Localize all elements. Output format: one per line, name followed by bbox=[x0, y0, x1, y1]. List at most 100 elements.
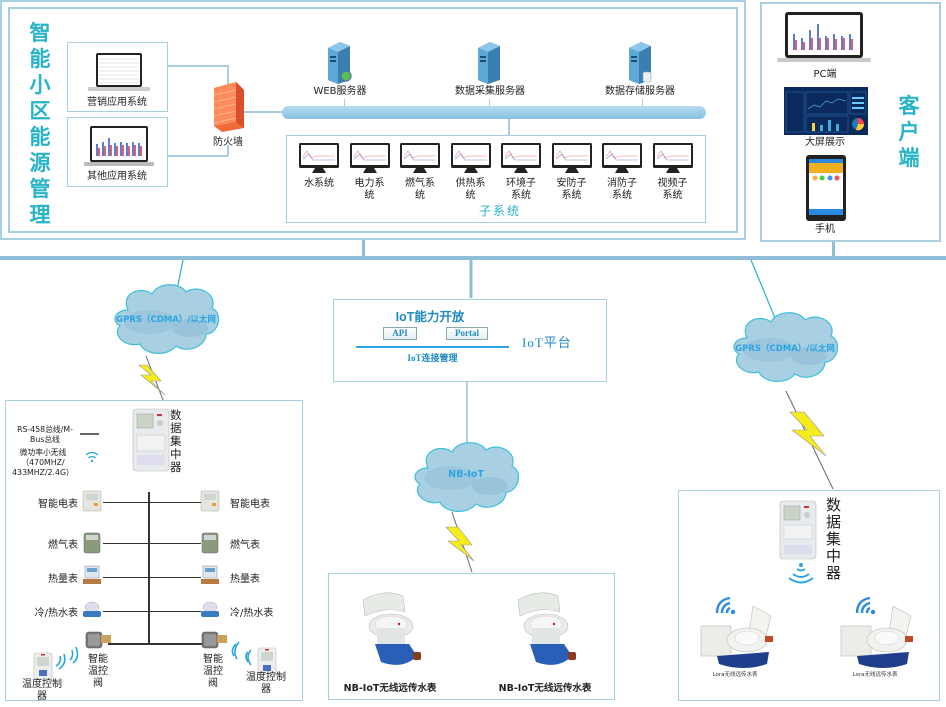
nbiot-field-box bbox=[328, 573, 615, 700]
lora-water-meter-icon bbox=[840, 605, 913, 668]
subsystem-item[interactable]: 消防子 系统 bbox=[599, 143, 645, 205]
label-line: 阀 bbox=[93, 678, 103, 689]
monitor-icon bbox=[450, 143, 491, 173]
meter-label: 热量表 bbox=[48, 574, 78, 585]
app-label: 营销应用系统 bbox=[87, 97, 147, 108]
subsystem-item[interactable]: 安防子 系统 bbox=[549, 143, 595, 205]
subsystem-label-line1: 供热系 bbox=[455, 178, 486, 189]
client-label: 大屏展示 bbox=[805, 137, 845, 148]
subsystem-item[interactable]: 电力系 统 bbox=[347, 143, 393, 205]
subsystem-item[interactable]: 燃气系 统 bbox=[397, 143, 443, 205]
title-char: 源 bbox=[29, 151, 51, 175]
title-char: 区 bbox=[29, 99, 51, 123]
server-label: 数据采集服务器 bbox=[455, 86, 525, 97]
subsystem-label-line1: 水系统 bbox=[304, 178, 334, 189]
label-char: 器 bbox=[826, 564, 842, 582]
monitor-icon bbox=[501, 143, 541, 173]
wireless-signal-icon bbox=[231, 641, 252, 666]
label-char: 数 bbox=[170, 408, 182, 422]
concentrator-label: 数 据 集 中 器 bbox=[170, 409, 182, 474]
portal-button[interactable]: Portal bbox=[446, 327, 488, 340]
thermostat-icon bbox=[33, 652, 53, 680]
wifi-signal-icon bbox=[715, 596, 736, 615]
connector bbox=[227, 65, 229, 85]
label-char: 中 bbox=[826, 547, 842, 565]
label-line: 器 bbox=[37, 691, 47, 702]
subsystem-label-line1: 环境子 bbox=[506, 178, 536, 189]
label-line: 器 bbox=[261, 684, 271, 695]
monitor-icon bbox=[299, 143, 339, 173]
connector bbox=[344, 99, 345, 106]
subsystem-label-line2: 系统 bbox=[511, 190, 531, 201]
subsystem-item[interactable]: 水系统 bbox=[296, 143, 342, 205]
title-char: 理 bbox=[29, 203, 51, 227]
dashboard-screen-icon[interactable] bbox=[784, 87, 868, 135]
meter-label: 冷/热水表 bbox=[34, 608, 78, 619]
legend-text: RS-458总线/M- bbox=[17, 425, 73, 434]
laptop-chart-icon bbox=[84, 126, 154, 166]
subsystem-item[interactable]: 供热系 统 bbox=[448, 143, 494, 205]
label-char: 集 bbox=[170, 434, 182, 448]
iot-divider bbox=[356, 346, 509, 348]
title-char: 智 bbox=[29, 21, 51, 45]
label-char: 数 bbox=[826, 496, 842, 514]
meter-branch bbox=[103, 543, 201, 545]
title-char: 端 bbox=[898, 146, 920, 170]
gas-meter-icon bbox=[83, 532, 101, 554]
label-line: 阀 bbox=[208, 678, 218, 689]
title-char: 户 bbox=[898, 120, 920, 144]
lora-meter-label: Lora无线远传水表 bbox=[852, 672, 898, 678]
iot-platform-label: IoT平台 bbox=[522, 335, 572, 350]
smart-electric-meter-icon bbox=[200, 490, 220, 512]
nbiot-water-meter-icon bbox=[517, 592, 576, 665]
iot-capability-title: IoT能力开放 bbox=[395, 310, 465, 324]
iot-platform-box bbox=[333, 299, 607, 382]
monitor-icon bbox=[551, 143, 592, 173]
connector bbox=[642, 99, 643, 106]
bus-trunk bbox=[148, 492, 150, 644]
wifi-signal-icon bbox=[855, 596, 876, 615]
title-char: 小 bbox=[29, 73, 51, 97]
label-line: 温控 bbox=[203, 666, 223, 677]
legend-text: 微功率小无线 bbox=[19, 448, 67, 457]
smart-electric-meter-icon bbox=[82, 490, 102, 512]
firewall-label: 防火墙 bbox=[213, 137, 243, 148]
laptop-icon[interactable] bbox=[777, 12, 871, 64]
left-network-cloud: GPRS（CDMA）/以太网 bbox=[114, 284, 220, 354]
subsystem-label-line2: 统 bbox=[465, 190, 476, 201]
heat-meter-icon bbox=[201, 565, 219, 584]
meter-branch bbox=[103, 502, 201, 504]
app-box-marketing[interactable]: 营销应用系统 bbox=[67, 42, 168, 112]
collection-server-icon bbox=[478, 42, 500, 84]
nbiot-meter-label: NB-IoT无线远传水表 bbox=[498, 683, 592, 694]
title-char: 管 bbox=[29, 177, 51, 201]
firewall-icon bbox=[213, 82, 244, 132]
subsystem-item[interactable]: 视频子 系统 bbox=[650, 143, 696, 205]
subsystem-label-line2: 系统 bbox=[612, 190, 632, 201]
lightning-icon bbox=[138, 364, 166, 396]
api-button[interactable]: API bbox=[383, 327, 417, 340]
connector bbox=[244, 111, 284, 113]
label-char: 器 bbox=[170, 460, 182, 474]
subsystem-item[interactable]: 环境子 系统 bbox=[498, 143, 544, 205]
water-meter-icon bbox=[201, 601, 219, 617]
lightning-icon bbox=[445, 526, 475, 562]
cloud-label: NB-IoT bbox=[448, 469, 484, 480]
legend-wired: RS-458总线/M- Bus总线 bbox=[12, 425, 78, 445]
legend-text: 433MHZ/2.4G） bbox=[12, 468, 74, 477]
mobile-phone-icon[interactable] bbox=[806, 155, 846, 221]
server-bus bbox=[282, 106, 706, 119]
storage-server-icon bbox=[629, 42, 652, 84]
label-line: 智能 bbox=[203, 654, 223, 665]
title-char: 能 bbox=[29, 125, 51, 149]
subsystem-label-line1: 电力系 bbox=[354, 178, 385, 189]
app-box-other[interactable]: 其他应用系统 bbox=[67, 117, 168, 187]
connector bbox=[832, 242, 835, 257]
thermostat-label: 温度控制 器 bbox=[242, 672, 290, 696]
subsystem-label-line1: 视频子 bbox=[657, 178, 688, 189]
concentrator-label: 数 据 集 中 器 bbox=[826, 497, 842, 582]
connector bbox=[168, 155, 228, 157]
connector bbox=[362, 240, 365, 257]
gas-meter-icon bbox=[201, 532, 219, 554]
web-server-icon bbox=[328, 42, 352, 84]
